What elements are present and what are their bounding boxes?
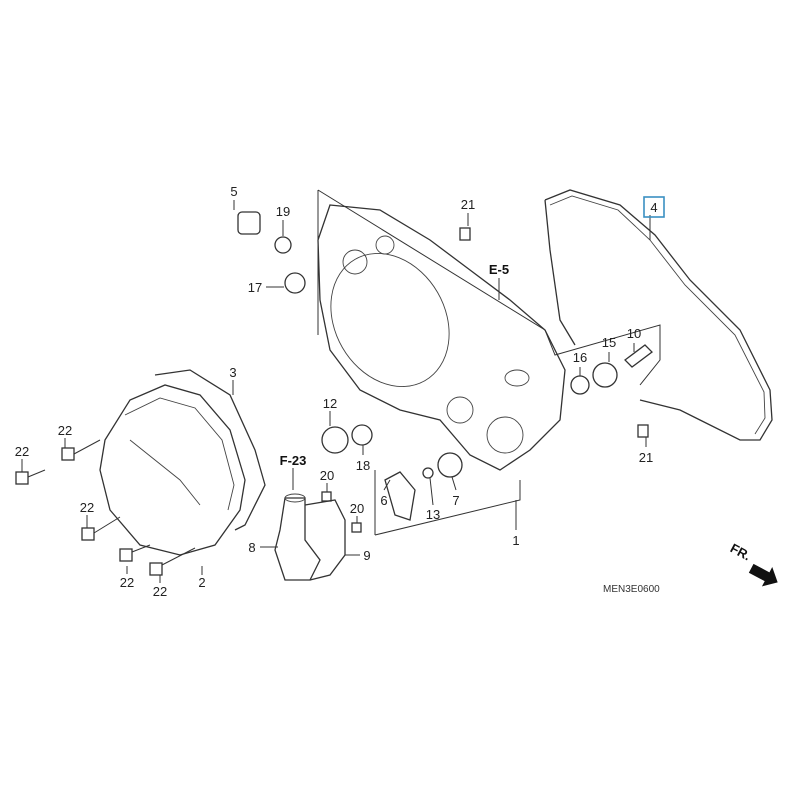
bolt-22[interactable]: [119, 544, 151, 562]
case-port: [446, 396, 474, 424]
clutch-cover-2[interactable]: [99, 384, 246, 556]
oil-seal-17[interactable]: [284, 272, 306, 294]
front-arrow-icon: FR.: [728, 540, 778, 587]
label-18: 18: [356, 458, 370, 473]
front-marker: FR.: [728, 540, 754, 563]
gasket-4[interactable]: [544, 189, 773, 441]
ref-e5[interactable]: E-5: [489, 262, 509, 277]
diagram-code: MEN3E0600: [603, 584, 660, 595]
label-20b: 20: [350, 501, 364, 516]
cover-gasket-3[interactable]: [154, 369, 266, 531]
bolt-22[interactable]: [149, 547, 196, 576]
bolt-22[interactable]: [81, 516, 121, 541]
seal-7[interactable]: [437, 452, 463, 478]
label-9: 9: [363, 548, 370, 563]
label-2: 2: [198, 575, 205, 590]
label-16: 16: [573, 350, 587, 365]
cap-5[interactable]: [237, 211, 261, 235]
label-8: 8: [248, 540, 255, 555]
label-21b: 21: [639, 450, 653, 465]
pump-gasket-9[interactable]: [304, 499, 346, 581]
label-17: 17: [248, 280, 262, 295]
pump-outlet: [284, 493, 306, 503]
label-7: 7: [452, 493, 459, 508]
dowel-pin-21[interactable]: [459, 227, 471, 241]
o-ring-19[interactable]: [274, 236, 292, 254]
dowel-20[interactable]: [351, 522, 362, 533]
case-port: [486, 416, 524, 454]
label-3: 3: [229, 365, 236, 380]
washer-13[interactable]: [422, 467, 434, 479]
label-13: 13: [426, 507, 440, 522]
bolt-22[interactable]: [15, 469, 46, 485]
gasket-inner-edge: [549, 195, 766, 435]
water-pump-cover-8[interactable]: [274, 497, 321, 581]
label-22a: 22: [58, 423, 72, 438]
label-10: 10: [627, 326, 641, 341]
label-12: 12: [323, 396, 337, 411]
label-21: 21: [461, 197, 475, 212]
highlight-box-4: [643, 196, 665, 218]
label-20a: 20: [320, 468, 334, 483]
shaft-10[interactable]: [624, 344, 653, 368]
label-22c: 22: [80, 500, 94, 515]
right-crankcase-cover-1[interactable]: [317, 204, 566, 471]
label-22b: 22: [15, 444, 29, 459]
label-5: 5: [230, 184, 237, 199]
case-outlet: [504, 369, 530, 387]
cap-12[interactable]: [321, 426, 349, 454]
o-ring-18[interactable]: [351, 424, 373, 446]
label-4[interactable]: 4: [650, 200, 657, 215]
label-19: 19: [276, 204, 290, 219]
case-port: [342, 249, 368, 275]
dowel-20[interactable]: [321, 491, 332, 502]
case-inner-ring: [330, 252, 450, 388]
ref-f23[interactable]: F-23: [280, 453, 307, 468]
bearing-15[interactable]: [592, 362, 618, 388]
label-1: 1: [512, 533, 519, 548]
dowel-pin-21[interactable]: [637, 424, 649, 438]
label-22d: 22: [120, 575, 134, 590]
label-22e: 22: [153, 584, 167, 599]
case-port: [375, 235, 395, 255]
bolt-22[interactable]: [61, 439, 101, 461]
label-6: 6: [380, 493, 387, 508]
cover-logo-band: [129, 439, 201, 506]
label-15: 15: [602, 335, 616, 350]
impeller-6[interactable]: [384, 471, 416, 521]
bearing-16[interactable]: [570, 375, 590, 395]
assembly-bracket: [317, 189, 661, 536]
cover-ridge: [124, 397, 235, 511]
